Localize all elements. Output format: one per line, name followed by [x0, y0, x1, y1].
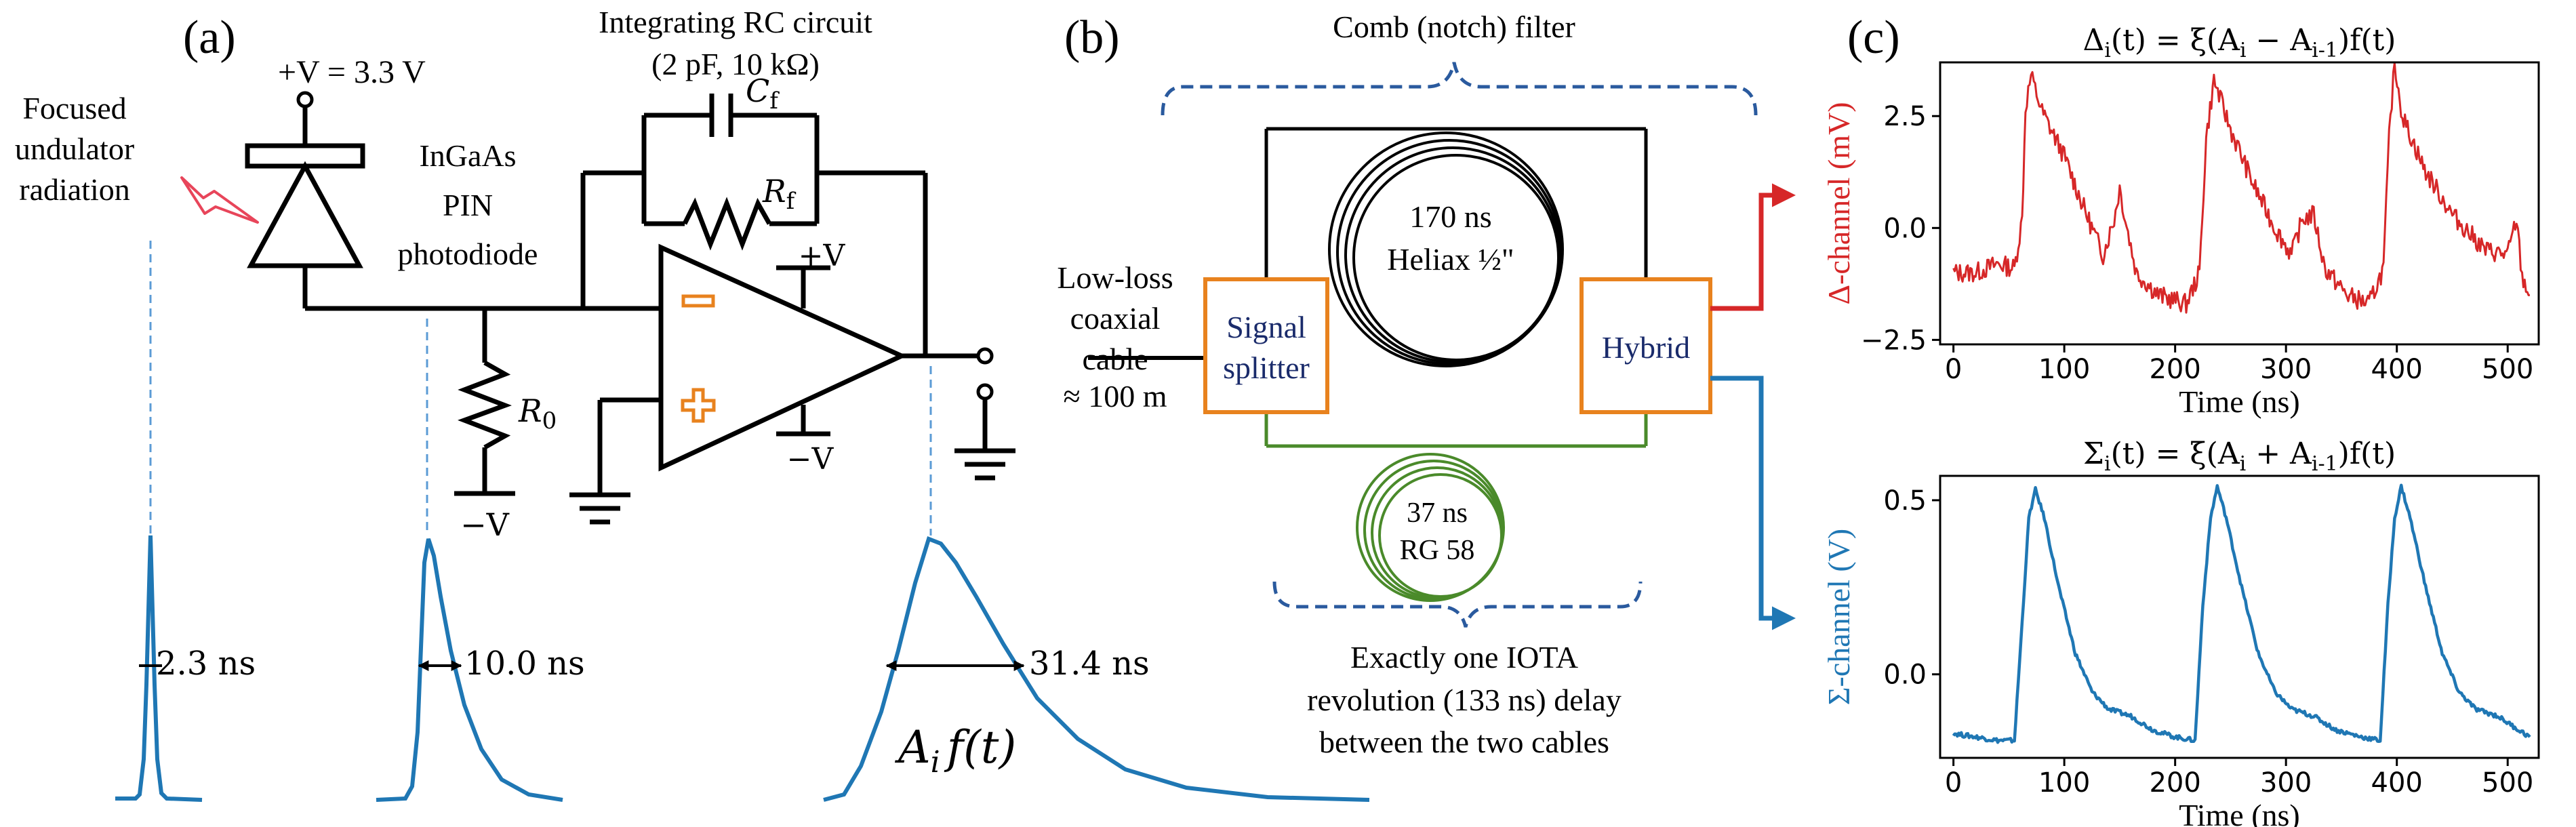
y-tick-label: −2.5 — [1861, 325, 1927, 356]
delay-note-line2: revolution (133 ns) delay — [1307, 683, 1622, 717]
rg58-coil — [1356, 453, 1505, 602]
x-tick-label: 300 — [2260, 354, 2312, 385]
panel-c-charts: Δi(t) = ξ(Ai − Ai-1)f(t) 0 100 200 300 400 500… — [1822, 23, 2540, 827]
diode-label-line2: PIN — [443, 188, 493, 222]
panel-c-label: (c) — [1847, 12, 1900, 64]
delay-note-line3: between the two cables — [1319, 725, 1609, 759]
cable-label-line1: Low-loss — [1057, 260, 1173, 295]
chart-frame — [1939, 475, 2540, 759]
pulse-width-1: 2.3 ns — [156, 645, 256, 683]
hybrid-box — [1579, 277, 1712, 414]
x-tick-label: 400 — [2371, 767, 2423, 799]
output-terminal — [976, 347, 994, 365]
rc-circuit-values: (2 pF, 10 kΩ) — [651, 47, 820, 81]
chart-frame — [1939, 61, 2540, 346]
opamp-symbol — [658, 243, 908, 472]
resistor-rf — [682, 197, 772, 251]
cable-label-line2: coaxial — [1070, 301, 1161, 336]
heliax-coil — [1328, 132, 1564, 367]
y-axis-label: Σ-channel (V) — [1822, 529, 1856, 705]
rg58-delay-label: 37 ns — [1407, 498, 1468, 529]
lightning-icon — [180, 176, 259, 224]
cable-length-label: ≈ 100 m — [1063, 379, 1167, 414]
supply-terminal — [296, 91, 314, 108]
opamp-plus-sign — [681, 388, 716, 423]
signal-splitter-box — [1203, 277, 1329, 414]
delta-output-arrow — [1710, 183, 1796, 311]
chart-series-line — [1952, 62, 2530, 314]
radiation-label-line3: radiation — [19, 172, 130, 207]
y-tick-label: 0.0 — [1883, 213, 1927, 244]
cf-label: Cf — [746, 73, 780, 115]
chart-title: Δi(t) = ξ(Ai − Ai-1)f(t) — [2083, 23, 2396, 62]
x-tick-label: 500 — [2482, 767, 2533, 799]
x-tick-label: 200 — [2149, 767, 2200, 799]
splitter-label-line2: splitter — [1223, 350, 1310, 385]
radiation-label-line2: undulator — [15, 132, 134, 166]
ground-terminal — [976, 383, 994, 401]
supply-voltage-label: +V = 3.3 V — [278, 54, 426, 90]
heliax-delay-label: 170 ns — [1409, 199, 1491, 234]
diode-label-line3: photodiode — [398, 237, 538, 271]
photodiode-symbol — [245, 143, 365, 308]
panel-b: (b) Comb (notch) filter Low-loss coaxial… — [1057, 9, 1796, 759]
x-tick-label: 0 — [1945, 354, 1962, 385]
pulse-photodiode — [115, 535, 203, 802]
sigma-output-arrow — [1710, 376, 1796, 630]
x-tick-label: 400 — [2371, 354, 2423, 385]
rf-label: Rf — [762, 173, 797, 215]
opamp-neg-supply: −V — [787, 442, 834, 477]
x-axis-label: Time (ns) — [2179, 798, 2300, 827]
pulse-width-3: 31.4 ns — [1029, 645, 1150, 683]
rg58-type-label: RG 58 — [1400, 535, 1475, 566]
x-tick-label: 200 — [2149, 354, 2200, 385]
pulse-width-2: 10.0 ns — [464, 645, 585, 683]
panel-b-label: (b) — [1064, 12, 1120, 64]
x-tick-label: 500 — [2482, 354, 2533, 385]
chart-series-line — [1952, 483, 2531, 744]
comb-filter-label: Comb (notch) filter — [1333, 9, 1575, 44]
hybrid-label: Hybrid — [1602, 330, 1690, 365]
x-axis-label: Time (ns) — [2179, 384, 2300, 419]
rc-circuit-title: Integrating RC circuit — [599, 5, 872, 39]
y-tick-label: 2.5 — [1883, 101, 1927, 132]
chart-title: Σi(t) = ξ(Ai + Ai-1)f(t) — [2083, 437, 2396, 476]
y-tick-label: 0.5 — [1883, 485, 1927, 517]
pulse-output — [823, 536, 1370, 802]
x-tick-label: 0 — [1945, 767, 1962, 799]
opamp-pos-supply: +V — [799, 239, 846, 273]
delay-note-line1: Exactly one IOTA — [1350, 640, 1578, 674]
diode-label-line1: InGaAs — [419, 138, 516, 173]
top-brace — [1161, 62, 1758, 116]
y-tick-label: 0.0 — [1883, 660, 1927, 691]
radiation-label-line1: Focused — [22, 91, 126, 125]
panel-a: (a) Focused undulator radiation +V = 3.3… — [15, 5, 1370, 802]
chart-1: Σi(t) = ξ(Ai + Ai-1)f(t) 0 100 200 300 400 500… — [1822, 437, 2540, 827]
r0-neg-v-label: −V — [460, 506, 510, 543]
splitter-label-line1: Signal — [1226, 310, 1306, 344]
bottom-brace — [1272, 581, 1643, 628]
heliax-type-label: Heliax ½" — [1387, 242, 1514, 277]
panel-a-label: (a) — [183, 12, 236, 64]
chart-0: Δi(t) = ξ(Ai − Ai-1)f(t) 0 100 200 300 400 500… — [1822, 23, 2540, 419]
r0-label: R0 — [518, 392, 557, 435]
x-tick-label: 300 — [2260, 767, 2312, 799]
x-tick-label: 100 — [2038, 767, 2090, 799]
resistor-r0 — [458, 360, 512, 450]
y-axis-label: Δ-channel (mV) — [1822, 102, 1856, 304]
x-tick-label: 100 — [2038, 354, 2090, 385]
opamp-minus-sign — [681, 294, 715, 308]
pulse-r0 — [376, 538, 563, 802]
